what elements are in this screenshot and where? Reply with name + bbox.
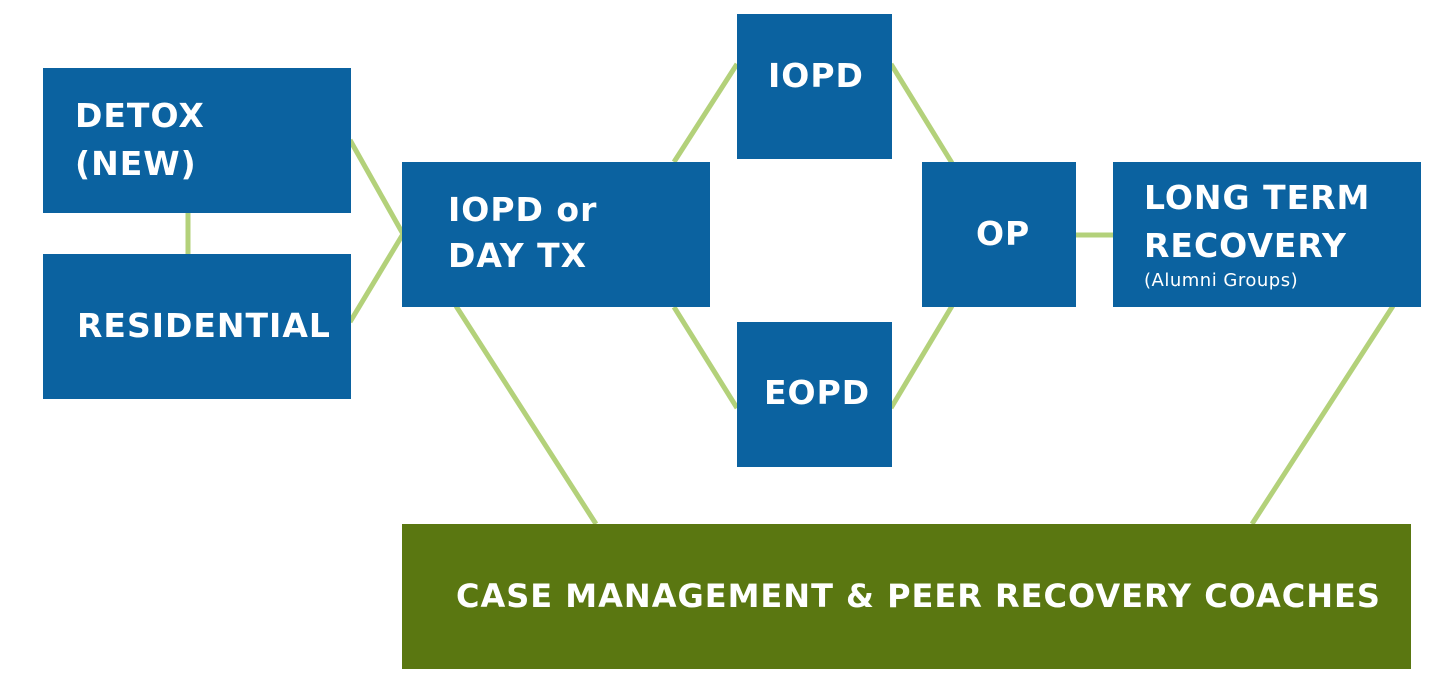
detox-label-line1: DETOX [75,96,205,135]
residential-box: RESIDENTIAL [43,254,351,399]
iopd-label: IOPD [768,56,864,95]
edge-residential-iopd-day-tx [347,232,406,324]
eopd-label: EOPD [764,373,871,412]
op-label: OP [976,214,1031,253]
edge-detox-iopd-day-tx [347,138,406,236]
case-management-box: CASE MANAGEMENT & PEER RECOVERY COACHES [402,524,1411,669]
edge-iopd-day-tx-iopd [671,62,740,164]
edge-iopd-day-tx-case-management [453,304,599,526]
long-term-recovery-label-line2: RECOVERY [1144,226,1347,265]
edge-long-term-recovery-case-management [1249,304,1396,526]
case-management-label: CASE MANAGEMENT & PEER RECOVERY COACHES [456,577,1381,615]
edge-eopd-op [888,304,955,410]
edge-iopd-op [888,62,955,165]
iopd-day-tx-box: IOPD or DAY TX [402,162,710,307]
detox-box: DETOX (NEW) [43,68,351,213]
residential-label: RESIDENTIAL [77,306,331,345]
iopd-day-tx-label-line1: IOPD or [448,190,598,229]
eopd-box: EOPD [737,322,892,467]
long-term-recovery-box: LONG TERM RECOVERY (Alumni Groups) [1113,162,1421,307]
iopd-box: IOPD [737,14,892,159]
iopd-day-tx-label-line2: DAY TX [448,236,588,275]
long-term-recovery-label-line1: LONG TERM [1144,178,1371,217]
op-box: OP [922,162,1076,307]
detox-label-line2: (NEW) [75,144,197,183]
edge-iopd-day-tx-eopd [671,305,740,410]
long-term-recovery-sublabel: (Alumni Groups) [1144,270,1299,291]
